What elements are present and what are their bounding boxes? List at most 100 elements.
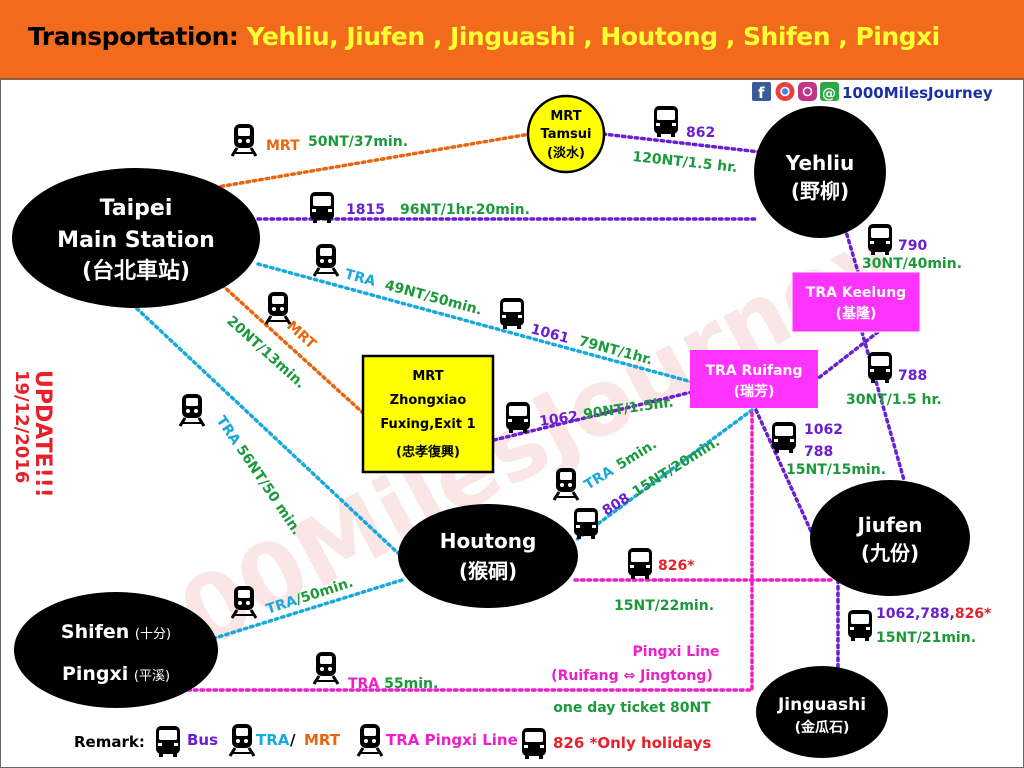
jinguashi-line1: Jinguashi [777,695,866,715]
line-taipei-tamsui [168,132,532,197]
legend-pingxi: TRA Pingxi Line [386,731,518,749]
node-taipei[interactable]: Taipei Main Station (台北車站) [12,168,260,308]
title-prefix: Transportation: [28,22,239,51]
keelung-line1: TRA Keelung [806,285,906,301]
at-sign-icon[interactable] [820,82,839,101]
node-jinguashi[interactable]: Jinguashi (金瓜石) [756,666,888,758]
label-yehliu-keelung-info: 30NT/40min. [862,256,962,272]
node-zhongxiao[interactable]: MRT Zhongxiao Fuxing,Exit 1 (忠孝復興) [361,354,495,474]
train-icon [312,650,340,686]
header-bar: Transportation: Yehliu, Jiufen , Jinguas… [0,0,1024,80]
node-houtong[interactable]: Houtong (猴硐) [398,504,578,608]
line-houtong-shifen [213,578,404,640]
zhongxiao-line3: Fuxing,Exit 1 [380,417,475,432]
label-zhongxiao-ruifang-bus: 1062 [538,409,579,430]
bus-icon [868,352,892,383]
label-ruifang-jiufen-info: 15NT/15min. [786,462,886,478]
bus-icon [156,726,180,757]
zhongxiao-line1: MRT [412,369,443,384]
ruifang-line2: (瑞芳) [734,383,775,400]
label-keelung-jiufen-bus: 788 [898,368,927,384]
line-taipei-houtong [130,302,402,557]
page-title: Transportation: Yehliu, Jiufen , Jinguas… [28,22,940,51]
line-yehliu-keelung [843,226,860,274]
legend-holiday: 826 *Only holidays [553,734,711,752]
tamsui-line3: (淡水) [547,145,585,161]
bus-icon [628,548,652,579]
label-ruifang-jiufen-bus1: 1062 [804,422,843,438]
brand-block: f @ 1000MilesJourney [752,82,993,102]
pingxi-line-route: (Ruifang ⇔ Jingtong) [551,668,713,684]
brand-name: 1000MilesJourney [842,84,993,102]
update-line2: 19/12/2016 [11,370,32,483]
train-icon [264,290,292,326]
bus-icon [868,224,892,255]
label-tamsui-yehliu-info: 120NT/1.5 hr. [632,149,739,176]
train-icon [178,392,206,428]
label-jiufen-jinguashi-bus: 1062,788,826* [876,606,992,622]
bus-icon [500,298,524,329]
jiufen-line2: (九份) [861,541,919,565]
label-ruifang-jiufen-bus2: 788 [804,444,833,460]
instagram-icon[interactable] [798,82,817,101]
label-taipei-tamsui-info: 50NT/37min. [308,134,408,150]
ruifang-line1: TRA Ruifang [705,363,802,379]
bus-icon [506,402,530,433]
train-icon [228,722,256,758]
pingxi-line2: Pingxi (平溪) [62,663,170,685]
label-houtong-jiufen-bus: 826* [658,558,695,574]
label-ruifang-houtong-bus: 808 [600,490,633,519]
svg-text:f: f [758,84,765,102]
line-keelung-ruifang [814,330,880,382]
title-places: Yehliu, Jiufen , Jinguashi , Houtong , S… [246,22,941,51]
jinguashi-line2: (金瓜石) [795,719,850,736]
train-icon [230,122,258,158]
bus-icon [772,422,796,453]
train-icon [312,242,340,278]
label-taipei-houtong-mode: TRA [213,413,244,448]
bus-icon [848,610,872,641]
legend-bus: Bus [187,731,218,749]
update-line1: UPDATE!!! [30,370,55,498]
label-keelung-jiufen-info: 30NT/1.5 hr. [846,392,942,408]
legend: Remark: Bus TRA / MRT TRA Pingxi Line 82… [74,722,711,759]
legend-title: Remark: [74,733,145,751]
train-icon [552,466,580,502]
taipei-line1: Taipei [100,196,173,221]
taipei-line2: Main Station [57,228,215,253]
yehliu-line1: Yehliu [785,151,854,175]
svg-text:@: @ [822,86,836,102]
pingxi-ticket: one day ticket 80NT [553,700,711,716]
line-taipei-ruifang [256,262,694,384]
label-taipei-yehliu-bus: 1815 [346,202,385,218]
node-yehliu[interactable]: Yehliu (野柳) [754,106,886,238]
label-jiufen-jinguashi-info: 15NT/21min. [876,630,976,646]
keelung-line2: (基隆) [836,305,877,322]
tamsui-line1: MRT [550,109,581,124]
label-taipei-yehliu-info: 96NT/1hr.20min. [400,202,530,218]
bus-icon [522,728,546,759]
node-jiufen[interactable]: Jiufen (九份) [810,480,970,596]
houtong-line2: (猴硐) [459,559,517,583]
line-tamsui-yehliu [601,132,762,154]
node-ruifang[interactable]: TRA Ruifang (瑞芳) [690,350,818,408]
facebook-icon[interactable] [752,82,771,101]
node-shifen-pingxi[interactable]: Shifen (十分) Pingxi (平溪) [14,592,218,708]
line-taipei-zhongxiao [220,283,364,414]
tamsui-line2: Tamsui [541,127,592,142]
pingxi-line-title: Pingxi Line [633,644,720,660]
train-icon [356,722,384,758]
route-lines [130,132,906,692]
node-keelung[interactable]: TRA Keelung (基隆) [791,271,921,333]
label-houtong-jiufen-info: 15NT/22min. [614,598,714,614]
line-pingxi [186,410,754,692]
houtong-line1: Houtong [440,529,537,553]
legend-tra: TRA [256,731,290,749]
line-ruifang-houtong [574,408,754,542]
legend-slash: / [290,731,296,749]
node-tamsui[interactable]: MRT Tamsui (淡水) [526,94,606,174]
jiufen-line1: Jiufen [855,513,922,537]
